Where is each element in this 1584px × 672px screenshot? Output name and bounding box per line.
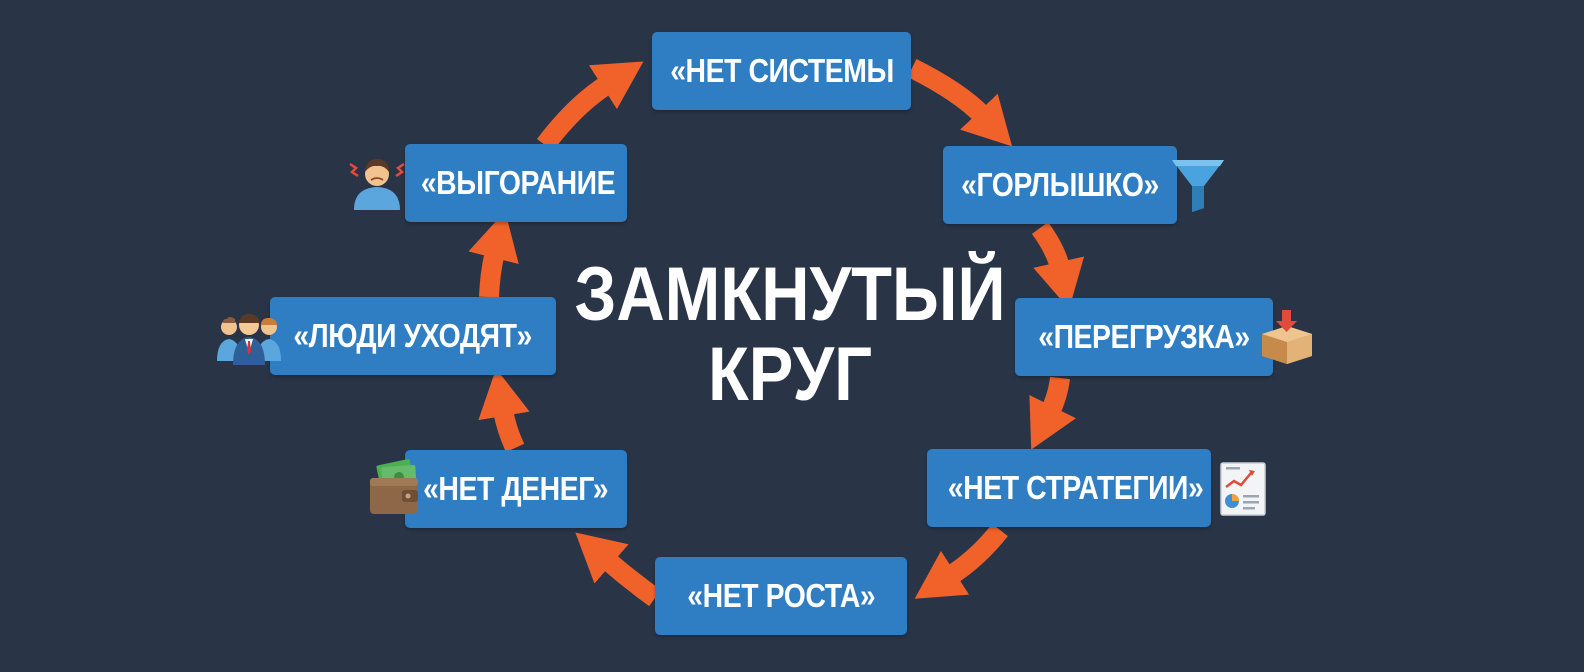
funnel-icon <box>1172 160 1224 212</box>
node-net-sistemy: «НЕТ СИСТЕМЫ <box>652 32 911 110</box>
arrow-peregruzka-to-strategii <box>1029 376 1076 450</box>
title-line-1: ЗАМКНУТЫЙ <box>574 252 1006 337</box>
stressed-person-icon <box>349 159 405 210</box>
arrow-sistema-to-gorlyshko <box>907 59 1013 147</box>
node-net-rosta: «НЕТ РОСТА» <box>655 557 907 635</box>
node-gorlyshko: «ГОРЛЫШКО» <box>943 146 1177 224</box>
node-peregruzka: «ПЕРЕГРУЗКА» <box>1015 298 1273 376</box>
node-label: «ВЫГОРАНИЕ <box>420 164 616 201</box>
node-net-strategii: «НЕТ СТРАТЕГИИ» <box>927 449 1211 527</box>
node-label: «ГОРЛЫШКО» <box>961 166 1159 203</box>
people-icon <box>217 313 281 365</box>
arrow-strategii-to-rosta <box>914 523 1008 599</box>
node-label: «ПЕРЕГРУЗКА» <box>1038 318 1250 355</box>
report-icon <box>1220 462 1266 516</box>
node-label: «ЛЮДИ УХОДЯТ» <box>293 317 533 354</box>
box-icon <box>1262 310 1312 364</box>
diagram-title: ЗАМКНУТЫЙ КРУГ <box>540 255 1040 415</box>
arrow-gorlyshko-to-peregruzka <box>1031 222 1085 309</box>
wallet-icon <box>370 459 418 514</box>
node-label: «НЕТ СТРАТЕГИИ» <box>947 469 1204 506</box>
arrow-vygoranie-to-sistema <box>537 61 644 152</box>
title-line-2: КРУГ <box>707 332 873 417</box>
node-label: «НЕТ РОСТА» <box>687 577 875 614</box>
node-label: «НЕТ ДЕНЕГ» <box>423 470 609 507</box>
node-label: «НЕТ СИСТЕМЫ <box>670 52 894 89</box>
arrow-lyudi-to-vygoranie <box>468 211 519 298</box>
node-net-deneg: «НЕТ ДЕНЕГ» <box>405 450 627 528</box>
arrow-dengi-to-lyudi <box>478 368 530 453</box>
node-lyudi-uhodyat: «ЛЮДИ УХОДЯТ» <box>270 297 556 375</box>
arrow-rosta-to-dengi <box>575 532 661 607</box>
node-vygoranie: «ВЫГОРАНИЕ <box>405 144 627 222</box>
